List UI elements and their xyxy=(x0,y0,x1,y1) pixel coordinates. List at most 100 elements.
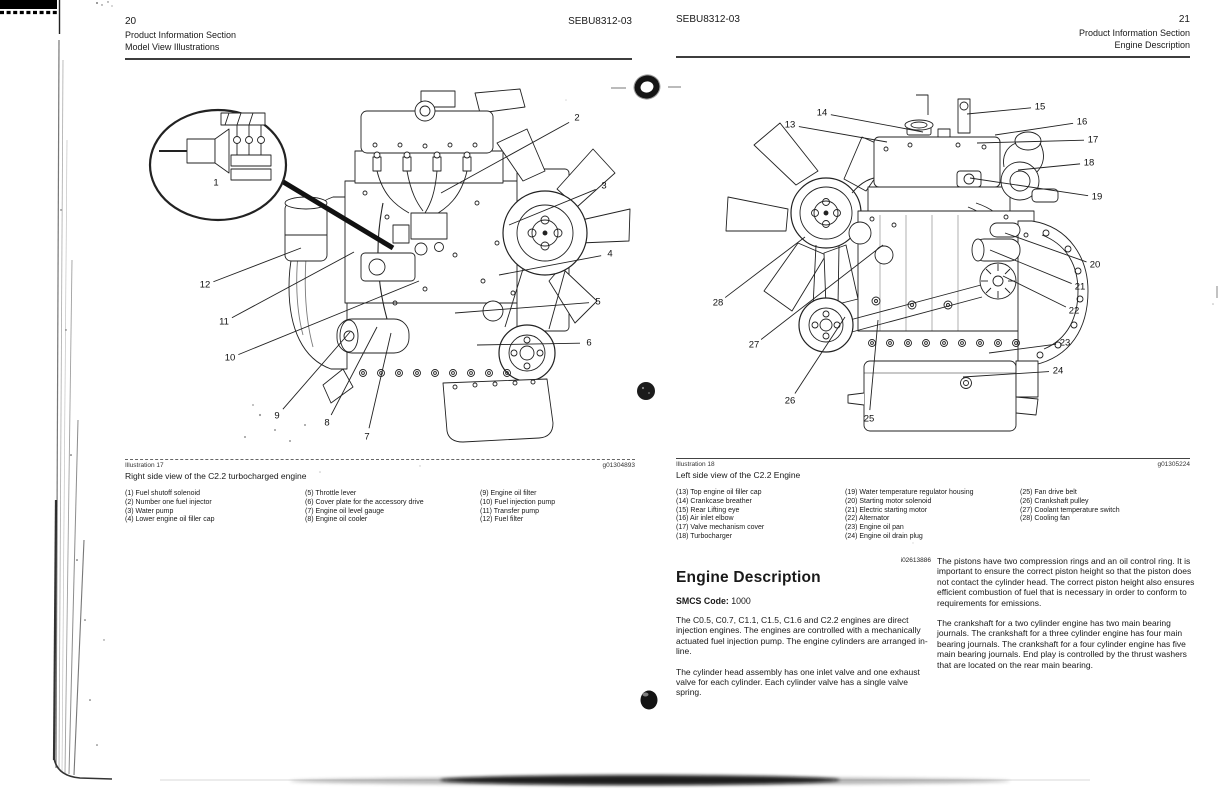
illustration-title: Right side view of the C2.2 turbocharged… xyxy=(125,471,307,481)
left-illustration-caption: Illustration 17 g01304893 Right side vie… xyxy=(125,459,635,481)
part-item: (7) Engine oil level gauge xyxy=(305,507,384,515)
callout-number: 19 xyxy=(1092,192,1103,203)
engine-drawing xyxy=(725,94,1089,432)
callout-number: 10 xyxy=(225,353,236,364)
paragraph: The C0.5, C0.7, C1.1, C1.5, C1.6 and C2.… xyxy=(676,615,928,657)
part-item: (21) Electric starting motor xyxy=(845,506,928,514)
callout-number: 5 xyxy=(595,297,600,308)
parts-column: (1) Fuel shutoff solenoid(2) Number one … xyxy=(125,490,303,525)
callout-number: 2 xyxy=(574,113,579,124)
part-item: (27) Coolant temperature switch xyxy=(1020,506,1120,514)
right-section-subtitle: Engine Description xyxy=(1114,39,1190,50)
callout-number: 21 xyxy=(1075,282,1086,293)
right-page-header: SEBU8312-03 21 Product Information Secti… xyxy=(676,14,1190,51)
callout-number: 23 xyxy=(1060,338,1071,349)
paragraph: The crankshaft for a two cylinder engine… xyxy=(937,618,1187,670)
callout-number: 11 xyxy=(219,317,229,328)
part-item: (12) Fuel filter xyxy=(480,516,524,524)
callout-number: 20 xyxy=(1090,260,1101,271)
right-page-number: 21 xyxy=(1178,14,1190,25)
callout-number: 14 xyxy=(817,108,828,119)
part-item: (6) Cover plate for the accessory drive xyxy=(305,498,424,506)
article-title: Engine Description xyxy=(676,569,821,586)
callout-number: 1 xyxy=(213,178,218,189)
right-section-title: Product Information Section xyxy=(1078,28,1190,38)
engine-drawing xyxy=(148,88,631,443)
part-item: (15) Rear Lifting eye xyxy=(676,506,740,514)
left-header-divider xyxy=(125,58,632,60)
callout-number: 27 xyxy=(749,340,760,351)
part-item: (28) Cooling fan xyxy=(1020,515,1070,523)
left-doc-code: SEBU8312-03 xyxy=(568,16,632,27)
part-item: (18) Turbocharger xyxy=(676,532,733,540)
callout-number: 7 xyxy=(364,432,369,443)
callout-number: 9 xyxy=(274,411,279,422)
part-item: (22) Alternator xyxy=(845,515,890,523)
binding-hole-marks xyxy=(611,74,681,710)
right-header-divider xyxy=(676,56,1190,58)
callout-number: 22 xyxy=(1069,306,1080,317)
bottom-smudge xyxy=(160,775,1090,785)
callout-number: 28 xyxy=(713,298,724,309)
callout-number: 18 xyxy=(1084,158,1095,169)
callout-number: 26 xyxy=(785,396,796,407)
binding-lines xyxy=(52,39,113,780)
smcs-code: SMCS Code: 1000 xyxy=(676,596,931,606)
article-left-column: i02613886 Engine Description SMCS Code: … xyxy=(676,557,931,708)
part-item: (25) Fan drive belt xyxy=(1020,489,1077,496)
graphic-id: g01304893 xyxy=(602,462,635,469)
part-item: (10) Fuel injection pump xyxy=(480,498,556,506)
part-item: (2) Number one fuel injector xyxy=(125,498,212,506)
part-item: (13) Top engine oil filler cap xyxy=(676,489,762,496)
part-item: (4) Lower engine oil filler cap xyxy=(125,516,215,524)
part-item: (1) Fuel shutoff solenoid xyxy=(125,490,200,497)
callout-number: 16 xyxy=(1077,117,1088,128)
illustration-title: Left side view of the C2.2 Engine xyxy=(676,470,801,480)
magnifier-detail xyxy=(148,108,395,251)
illustration-label: Illustration 18 xyxy=(676,461,715,468)
parts-column: (19) Water temperature regulator housing… xyxy=(845,489,1018,542)
part-item: (11) Transfer pump xyxy=(480,507,540,515)
part-item: (23) Engine oil pan xyxy=(845,524,904,532)
callout-number: 25 xyxy=(864,414,875,425)
callout-number: 12 xyxy=(200,280,211,291)
part-item: (20) Starting motor solenoid xyxy=(845,497,932,505)
parts-column: (13) Top engine oil filler cap(14) Crank… xyxy=(676,489,844,542)
part-item: (8) Engine oil cooler xyxy=(305,516,368,524)
parts-column: (9) Engine oil filter(10) Fuel injection… xyxy=(480,490,638,525)
part-item: (5) Throttle lever xyxy=(305,490,357,497)
callout-number: 15 xyxy=(1035,102,1046,113)
part-item: (3) Water pump xyxy=(125,507,174,515)
part-item: (17) Valve mechanism cover xyxy=(676,524,765,532)
illustration-label: Illustration 17 xyxy=(125,462,164,469)
part-item: (26) Crankshaft pulley xyxy=(1020,497,1089,505)
callout-number: 6 xyxy=(586,338,591,349)
part-item: (19) Water temperature regulator housing xyxy=(845,489,974,496)
left-section-subtitle: Model View Illustrations xyxy=(125,41,220,52)
callout-number: 3 xyxy=(601,181,606,192)
right-illustration-caption: Illustration 18 g01305224 Left side view… xyxy=(676,458,1190,480)
right-doc-code: SEBU8312-03 xyxy=(676,14,740,25)
paragraph: The cylinder head assembly has one inlet… xyxy=(676,666,920,698)
callout-number: 17 xyxy=(1088,135,1099,146)
part-item: (9) Engine oil filter xyxy=(480,490,537,497)
callout-number: 8 xyxy=(324,418,329,429)
part-item: (14) Crankcase breather xyxy=(676,497,752,505)
left-page-header: 20 SEBU8312-03 Product Information Secti… xyxy=(125,16,632,53)
scan-edge-bar xyxy=(0,0,57,9)
smcs-value: 1000 xyxy=(731,596,751,606)
parts-column: (25) Fan drive belt(26) Crankshaft pulle… xyxy=(1020,489,1180,524)
graphic-id: g01305224 xyxy=(1157,461,1190,468)
smcs-label: SMCS Code: xyxy=(676,596,729,606)
callout-number: 13 xyxy=(785,120,796,131)
article-right-column: The pistons have two compression rings a… xyxy=(937,556,1195,680)
callout-number: 24 xyxy=(1053,366,1064,377)
paragraph: The pistons have two compression rings a… xyxy=(937,556,1195,608)
article-ref-code: i02613886 xyxy=(900,557,931,564)
part-item: (24) Engine oil drain plug xyxy=(845,532,923,540)
